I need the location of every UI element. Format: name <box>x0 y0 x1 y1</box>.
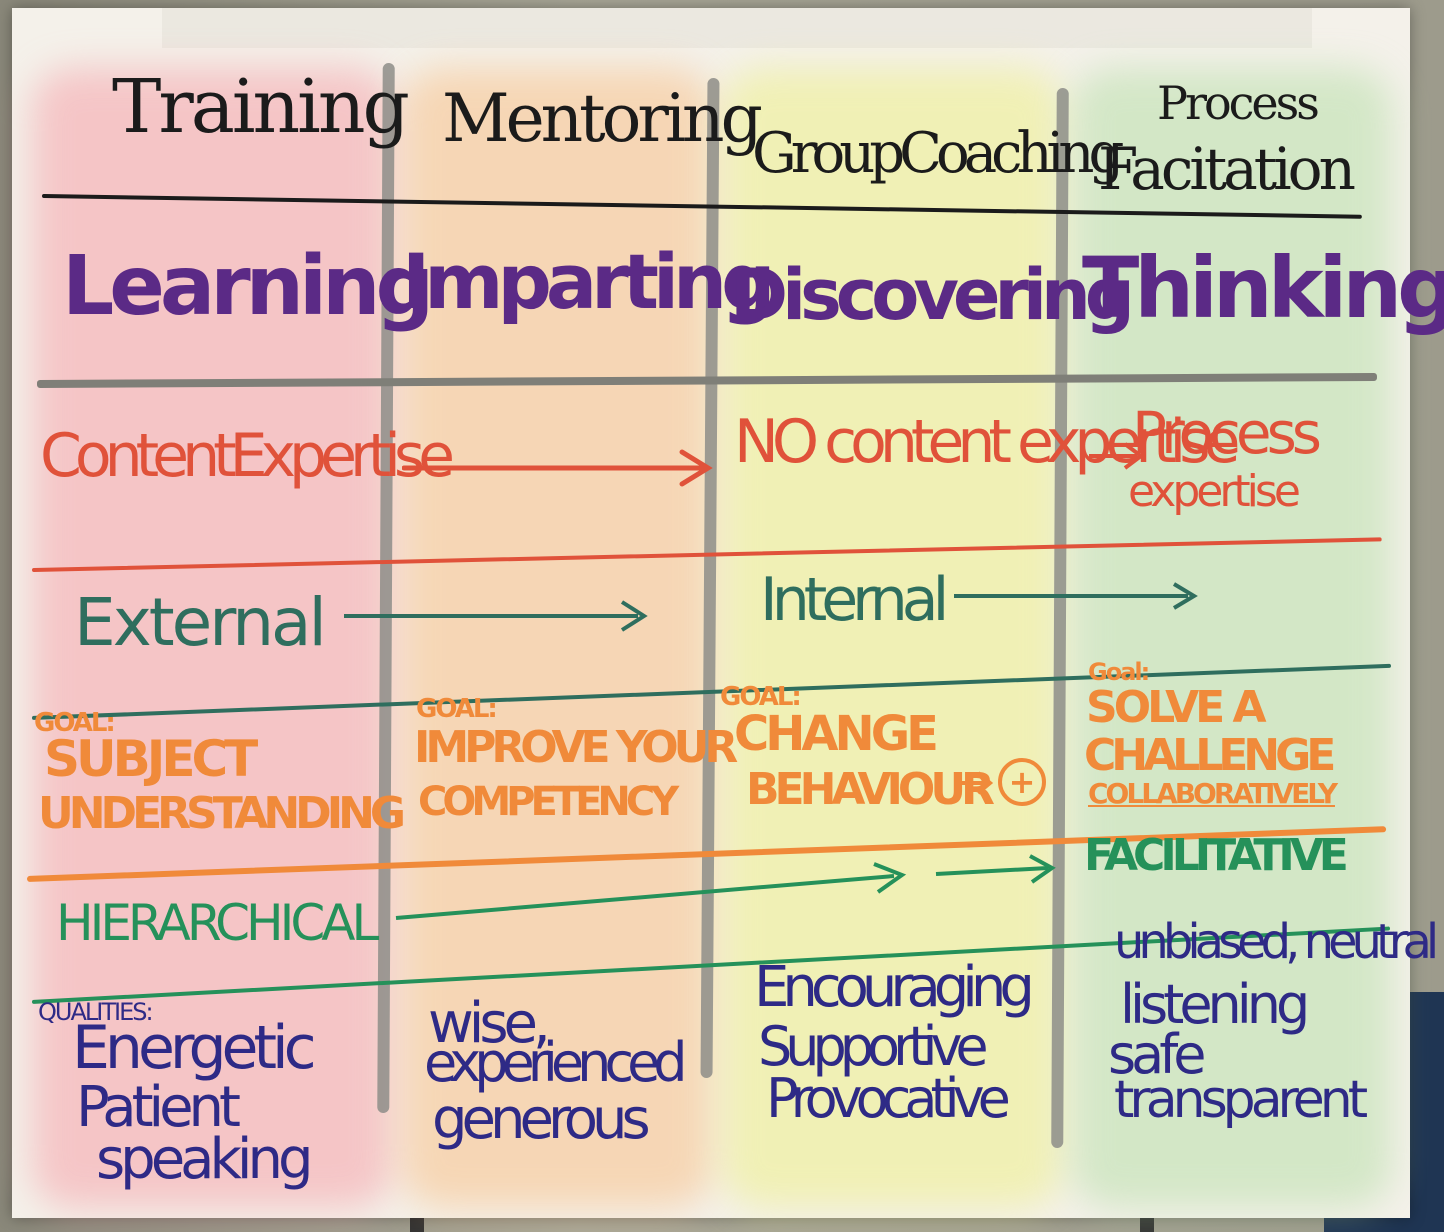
label-process-expertise: expertise <box>1128 466 1301 517</box>
arrow-right-icon <box>395 862 907 920</box>
label-external: External <box>74 584 327 661</box>
quality-training-3: speaking <box>96 1127 314 1192</box>
quality-training-1: Energetic <box>72 1013 317 1083</box>
arrow-right-icon <box>954 582 1198 610</box>
label-process: Process <box>1132 399 1322 467</box>
goal-facilitation-line3: COLLABORATIVELY <box>1088 777 1338 810</box>
goal-label-coaching: GOAL: <box>720 682 802 712</box>
label-imparting: Imparting <box>402 237 776 326</box>
yellow-tint <box>722 68 1062 1208</box>
goal-label-facilitation: Goal: <box>1088 658 1150 686</box>
pink-tint <box>32 68 392 1208</box>
flip-chart-paper: Training Mentoring GroupCoaching Process… <box>12 8 1444 1218</box>
goal-label-mentoring: GOAL: <box>416 694 498 724</box>
label-learning: Learning <box>62 239 434 334</box>
goal-label-training: GOAL: <box>34 708 116 738</box>
label-hierarchical: HIERARCHICAL <box>56 894 379 952</box>
header-facilitation: Facitation <box>1098 135 1356 203</box>
quality-mentoring-3: generous <box>432 1087 651 1152</box>
goal-mentoring-line1: IMPROVE YOUR <box>414 722 738 773</box>
label-qualities: QUALITIES: <box>38 998 154 1026</box>
label-facilitative: FACILITATIVE <box>1084 830 1349 881</box>
label-no-content-expertise: NO content expertise <box>734 407 1240 477</box>
orange-tint <box>402 68 712 1208</box>
quality-mentoring-2: experienced <box>424 1031 688 1094</box>
quality-facilitation-3: safe <box>1108 1023 1206 1086</box>
label-thinking: Thinking <box>1082 239 1444 337</box>
label-discovering: Discovering <box>730 254 1135 336</box>
quality-facilitation-2: listening <box>1120 973 1310 1036</box>
arrow-right-icon <box>402 449 713 487</box>
label-content-expertise: ContentExpertise <box>40 421 455 491</box>
header-training: Training <box>112 64 410 150</box>
label-internal: Internal <box>760 565 949 635</box>
quality-facilitation-4: transparent <box>1114 1070 1368 1130</box>
quality-coaching-1: Encouraging <box>754 955 1035 1020</box>
goal-facilitation-line2: CHALLENGE <box>1084 730 1336 781</box>
goal-training-line1: SUBJECT <box>44 730 258 788</box>
quality-training-2: Patient <box>76 1075 241 1140</box>
header-mentoring: Mentoring <box>442 80 763 157</box>
arrow-right-icon <box>935 854 1056 884</box>
quality-mentoring-1: wise, <box>428 991 551 1056</box>
header-group-coaching: GroupCoaching <box>752 121 1124 186</box>
goal-coaching-line2: BEHAVIOUR <box>746 764 995 815</box>
goal-coaching-line1: CHANGE <box>734 706 939 762</box>
quality-coaching-2: Supportive <box>758 1015 989 1078</box>
arrow-right-icon <box>962 771 994 795</box>
flip-chart-top-sheet <box>162 8 1312 48</box>
plus-circle-icon: + <box>998 758 1046 806</box>
goal-training-line2: UNDERSTANDING <box>38 788 406 839</box>
green-tint <box>1072 68 1392 1208</box>
goal-facilitation-line1: SOLVE A <box>1086 682 1267 733</box>
quality-facilitation-1: unbiased, neutral <box>1114 914 1439 970</box>
arrow-right-icon <box>1089 442 1145 470</box>
goal-mentoring-line2: COMPETENCY <box>418 779 679 825</box>
quality-coaching-3: Provocative <box>766 1067 1011 1130</box>
header-process: Process <box>1157 76 1320 130</box>
arrow-right-icon <box>344 600 648 632</box>
